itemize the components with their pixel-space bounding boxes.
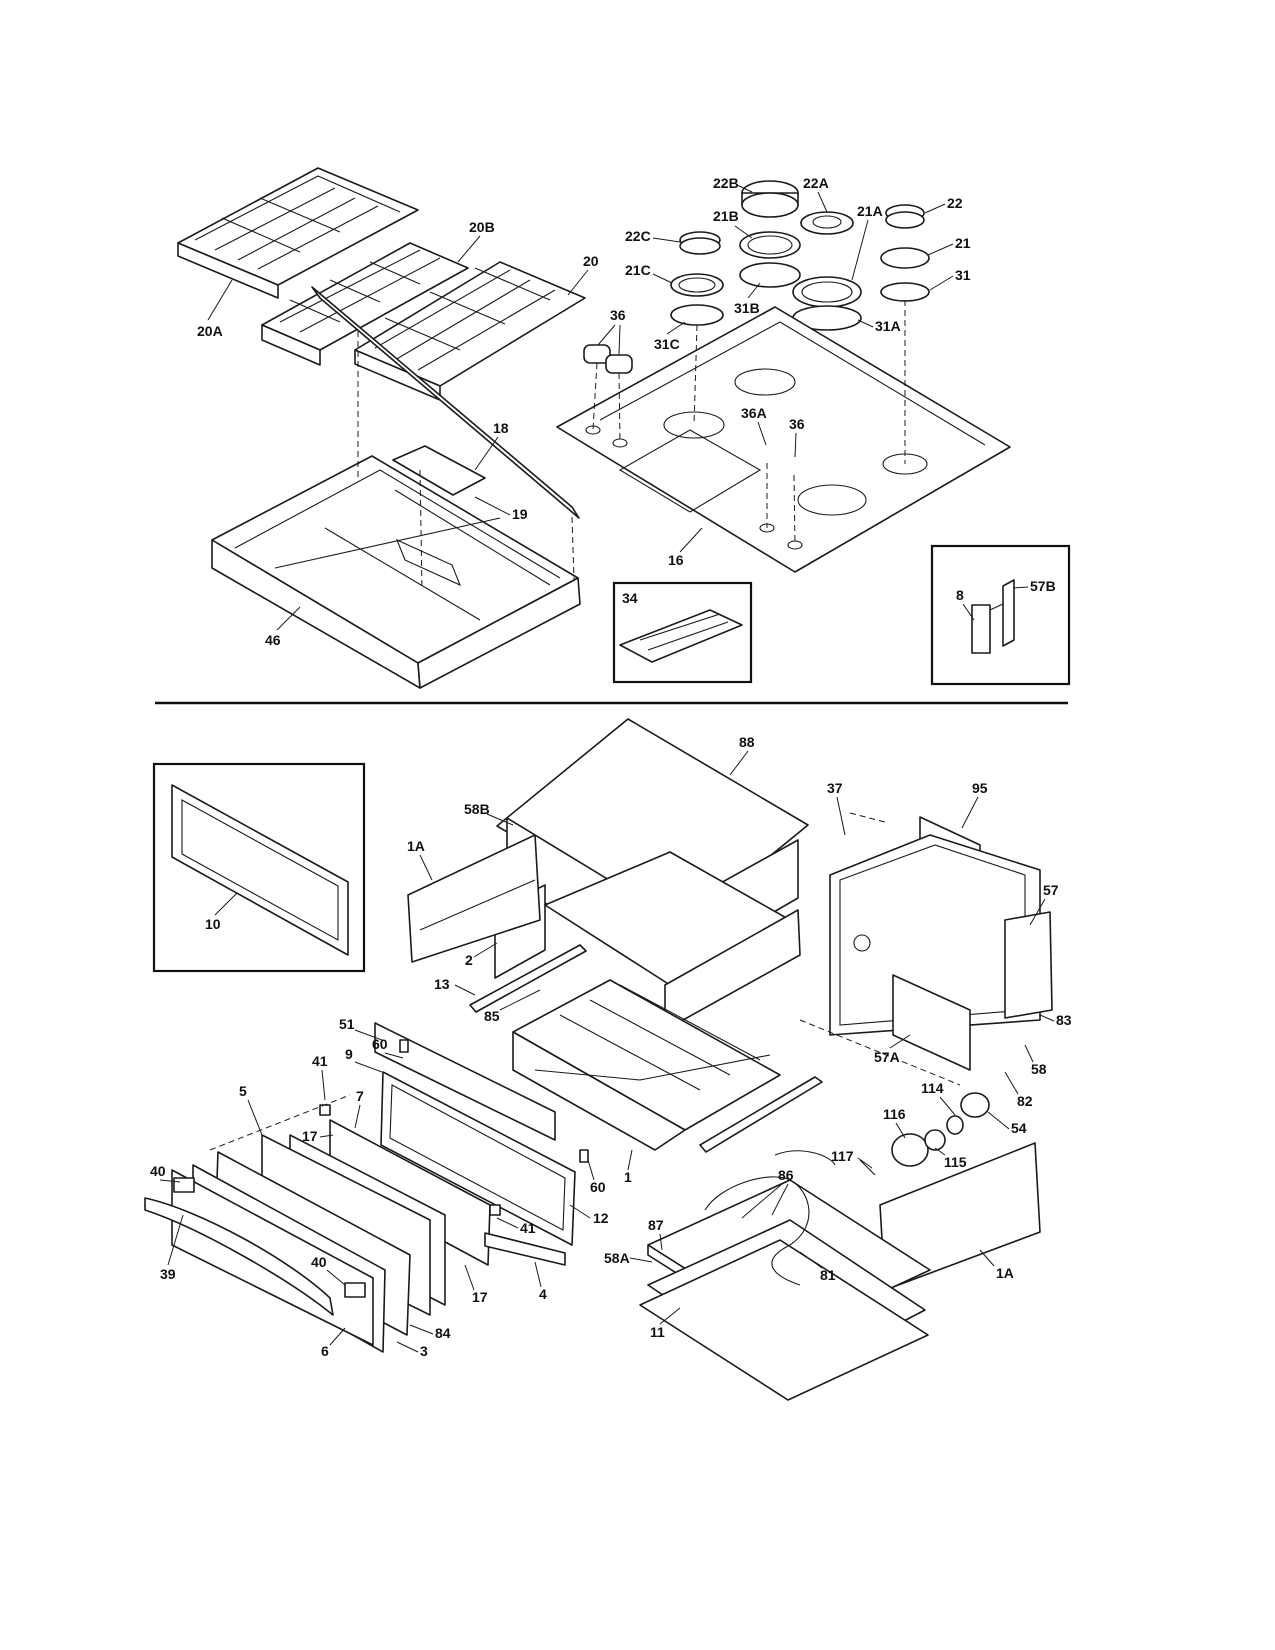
callout-41-top: 41 (312, 1053, 328, 1069)
callout-117: 117 (831, 1148, 854, 1164)
callout-58b: 58B (464, 801, 490, 817)
callout-36-top: 36 (610, 307, 626, 323)
callout-13-upper: 13 (434, 976, 450, 992)
callout-22a: 22A (803, 175, 829, 191)
rear-panels (829, 816, 1053, 1071)
oven-cavity (494, 718, 809, 1151)
callout-19: 19 (512, 506, 528, 522)
callout-34: 34 (622, 590, 638, 606)
callout-60-top: 60 (372, 1036, 388, 1052)
lamp-parts (859, 1092, 990, 1176)
callout-58a: 58A (604, 1250, 630, 1266)
inset-box-10 (152, 762, 366, 973)
callout-11: 84 (435, 1325, 451, 1341)
callout-21c: 21C (625, 262, 651, 278)
callout-20: 20 (583, 253, 599, 269)
callout-20b: 20B (469, 219, 495, 235)
callout-21: 21 (955, 235, 971, 251)
callout-7: 7 (356, 1088, 364, 1104)
callout-46: 46 (265, 632, 281, 648)
callout-18: 18 (493, 420, 509, 436)
callout-58: 58 (1031, 1061, 1047, 1077)
callout-16: 16 (668, 552, 684, 568)
callout-31a: 31A (875, 318, 901, 334)
callout-20a: 20A (197, 323, 223, 339)
callout-3: 3 (420, 1343, 428, 1359)
callout-17-bottom: 17 (472, 1289, 488, 1305)
callout-22b: 22B (713, 175, 739, 191)
callouts-top: 20A 20B 20 22B 22A 21A 22 22C 21B 21 21C… (197, 175, 1056, 648)
callout-36a: 36A (741, 405, 767, 421)
callout-31b: 31B (734, 300, 760, 316)
callout-5: 5 (239, 1083, 247, 1099)
callout-21b: 21B (713, 208, 739, 224)
callout-10: 10 (205, 916, 221, 932)
callout-116: 116 (883, 1106, 906, 1122)
callout-2: 2 (465, 952, 473, 968)
burner-box-46 (211, 286, 581, 689)
callout-1: 1 (624, 1169, 632, 1185)
callout-22c: 22C (625, 228, 651, 244)
inset-box-34 (612, 581, 753, 684)
callout-22: 22 (947, 195, 963, 211)
callout-87: 87 (648, 1217, 664, 1233)
callout-54: 54 (1011, 1120, 1027, 1136)
callout-81: 81 (820, 1267, 836, 1283)
inset-box-8-57b (930, 544, 1071, 686)
callout-57b: 57B (1030, 578, 1056, 594)
callout-1a-top: 1A (407, 838, 425, 854)
callout-83: 83 (1056, 1012, 1072, 1028)
callout-40-right: 40 (311, 1254, 327, 1270)
callout-36-right: 36 (789, 416, 805, 432)
grate-20b (261, 242, 469, 366)
callouts-bottom: 88 37 95 58B 1A 57 10 2 13 85 83 51 60 9… (150, 734, 1072, 1359)
callout-60-right: 60 (590, 1179, 606, 1195)
callout-57a: 57A (874, 1049, 900, 1065)
callout-51: 51 (339, 1016, 355, 1032)
callout-41-right: 41 (520, 1220, 536, 1236)
callout-8: 8 (956, 587, 964, 603)
runner-13-lower (699, 1076, 823, 1153)
callout-88: 88 (739, 734, 755, 750)
callout-86: 86 (778, 1167, 794, 1183)
callout-95: 95 (972, 780, 988, 796)
callout-115: 115 (944, 1154, 967, 1170)
cooktop-16 (556, 306, 1011, 573)
callout-85: 85 (484, 1008, 500, 1024)
callout-6: 6 (321, 1343, 329, 1359)
side-panel-1a-left (407, 834, 541, 963)
callout-114: 114 (921, 1080, 944, 1096)
runner-13-upper (469, 944, 587, 1013)
callout-57: 57 (1043, 882, 1059, 898)
callout-4: 4 (539, 1286, 547, 1302)
callout-37: 37 (827, 780, 843, 796)
oven-bottom (639, 1142, 1041, 1401)
callout-17-top: 17 (302, 1128, 318, 1144)
callout-82: 82 (1017, 1093, 1033, 1109)
callout-12: 12 (593, 1210, 609, 1226)
burner-parts (670, 180, 930, 331)
grate-20a (177, 167, 419, 299)
callout-1a-bottom: 1A (996, 1265, 1014, 1281)
callout-31c: 31C (654, 336, 680, 352)
callout-9: 9 (345, 1046, 353, 1062)
callout-21a: 21A (857, 203, 883, 219)
callout-84: 11 (650, 1324, 665, 1340)
callout-31: 31 (955, 267, 971, 283)
oven-door-assembly (144, 1022, 589, 1353)
callout-40-left: 40 (150, 1163, 166, 1179)
callout-39: 39 (160, 1266, 176, 1282)
grate-20 (354, 261, 586, 401)
